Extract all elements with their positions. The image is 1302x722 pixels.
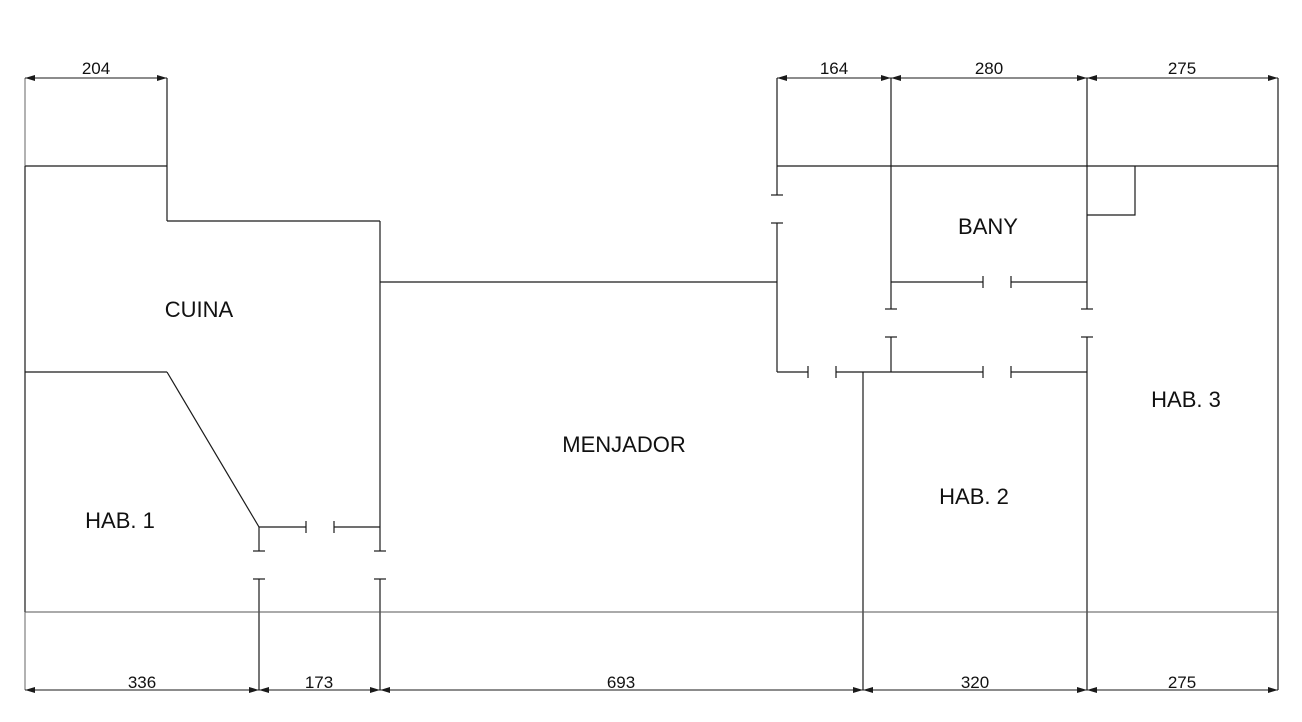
room-label-cuina: CUINA	[165, 297, 234, 322]
wall-niche	[1087, 166, 1136, 216]
dim-top-4: 275	[1168, 59, 1196, 78]
dim-top-2: 164	[820, 59, 848, 78]
dimension-line-top: 204 164 280 275	[25, 59, 1278, 81]
dim-bottom-1: 336	[128, 673, 156, 692]
dim-bottom-2: 173	[305, 673, 333, 692]
room-label-bany: BANY	[958, 214, 1018, 239]
room-label-menjador: MENJADOR	[562, 432, 685, 457]
dim-top-1: 204	[82, 59, 110, 78]
dim-bottom-4: 320	[961, 673, 989, 692]
walls	[24, 78, 1279, 690]
wall-hab1-diagonal	[166, 371, 260, 528]
dim-top-3: 280	[975, 59, 1003, 78]
room-label-hab1: HAB. 1	[85, 508, 155, 533]
room-labels: CUINA MENJADOR BANY HAB. 1 HAB. 2 HAB. 3	[85, 214, 1221, 533]
dim-bottom-3: 693	[607, 673, 635, 692]
dimension-line-bottom: 336 173 693 320 275	[25, 673, 1278, 693]
door-ticks	[253, 194, 1093, 580]
room-label-hab3: HAB. 3	[1151, 387, 1221, 412]
room-label-hab2: HAB. 2	[939, 484, 1009, 509]
dim-bottom-5: 275	[1168, 673, 1196, 692]
